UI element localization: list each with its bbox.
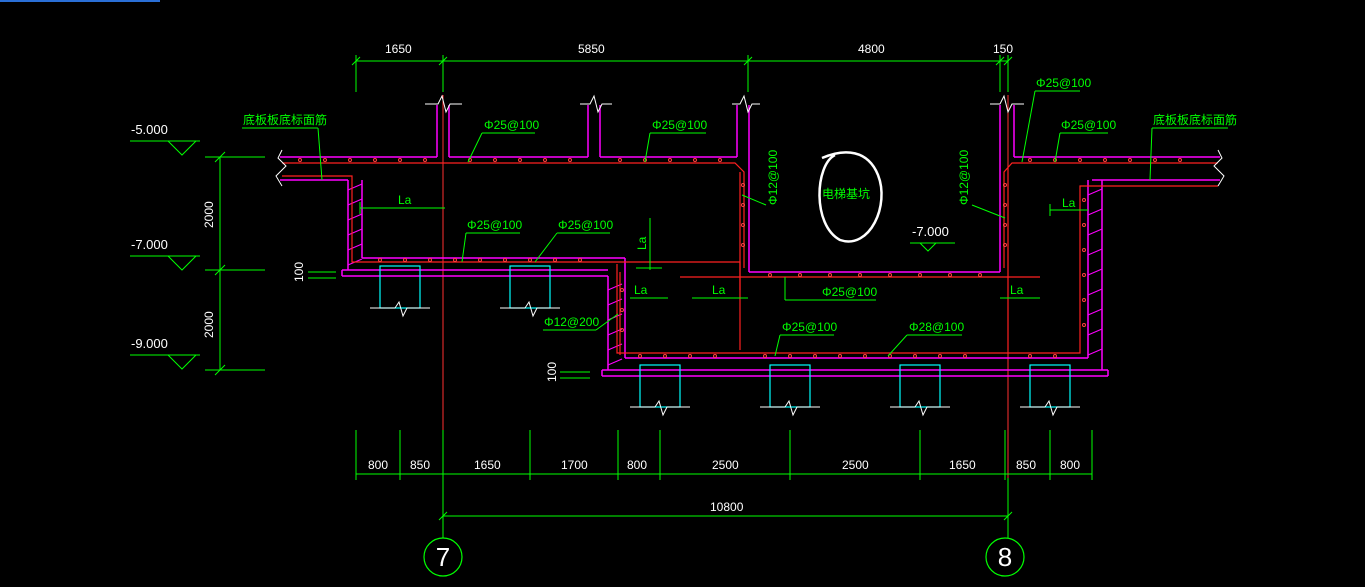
anchor-label-5: La — [712, 283, 726, 297]
rebar-label-step-wall: Φ12@200 — [544, 315, 599, 329]
bottom-dim-8: 1650 — [949, 458, 976, 472]
anchor-label-6: La — [1010, 283, 1024, 297]
slab-outline — [280, 105, 1220, 377]
pile-caps — [379, 265, 1071, 408]
break-symbols — [275, 94, 1225, 187]
bottom-dim-2: 850 — [410, 458, 430, 472]
axis-label-7: 7 — [436, 542, 450, 572]
axis-label-8: 8 — [998, 542, 1012, 572]
bottom-dim-9: 850 — [1016, 458, 1036, 472]
rebar-label-top-left-1: Φ25@100 — [484, 118, 539, 132]
level-markers — [130, 140, 265, 376]
rebar-label-pit-wall-left: Φ12@100 — [766, 150, 780, 205]
axis-extensions — [442, 478, 1009, 538]
title-strip — [0, 0, 160, 2]
total-dim: 10800 — [710, 500, 744, 514]
top-dim-1: 1650 — [385, 42, 412, 56]
axis-bubble-8: 8 — [985, 537, 1025, 577]
rebar-label-bottom-1: Φ25@100 — [782, 320, 837, 334]
anchor-label-4: La — [634, 283, 648, 297]
rebar-label-mid-left-2: Φ25@100 — [558, 218, 613, 232]
pit-highlight-circle — [818, 151, 883, 243]
bottom-dim-5: 800 — [627, 458, 647, 472]
top-dim-4: 150 — [993, 42, 1013, 56]
level-minus-9: -9.000 — [131, 336, 168, 351]
bottom-dim-6: 2500 — [712, 458, 739, 472]
bottom-dim-10: 800 — [1060, 458, 1080, 472]
rebar-label-mid-left-1: Φ25@100 — [467, 218, 522, 232]
pit-level: -7.000 — [912, 224, 949, 239]
slab-note-left: 底板板底标面筋 — [243, 112, 327, 127]
top-dim-2: 5850 — [578, 42, 605, 56]
axis-bubble-7: 7 — [423, 537, 463, 577]
rebar-label-bottom-2: Φ28@100 — [909, 320, 964, 334]
annotation-leaders — [242, 90, 1228, 379]
left-vdim-2: 2000 — [202, 311, 216, 338]
cover-dim-1: 100 — [292, 262, 306, 282]
rebar-label-pit-wall-right: Φ12@100 — [957, 150, 971, 205]
anchor-label-2: La — [1062, 196, 1076, 210]
pile-breaks — [370, 300, 1080, 417]
rebar-label-top-left-2: Φ25@100 — [652, 118, 707, 132]
level-minus-7: -7.000 — [131, 237, 168, 252]
rebar-label-pit-bottom: Φ25@100 — [822, 285, 877, 299]
anchor-label-1: La — [398, 193, 412, 207]
bottom-dim-4: 1700 — [561, 458, 588, 472]
slab-note-right: 底板板底标面筋 — [1153, 112, 1237, 127]
top-dimension-chain — [351, 55, 1013, 92]
bottom-dimension-chain — [355, 430, 1093, 521]
anchor-label-3: La — [635, 236, 649, 250]
rebar-label-top-right-1: Φ25@100 — [1036, 76, 1091, 90]
cover-dim-2: 100 — [545, 362, 559, 382]
pit-label: 电梯基坑 — [822, 186, 870, 201]
bottom-dim-3: 1650 — [474, 458, 501, 472]
rebar-lines — [282, 162, 1218, 355]
bottom-dim-7: 2500 — [842, 458, 869, 472]
level-minus-5: -5.000 — [131, 122, 168, 137]
bottom-dim-1: 800 — [368, 458, 388, 472]
rebar-label-top-right-2: Φ25@100 — [1061, 118, 1116, 132]
left-vdim-1: 2000 — [202, 201, 216, 228]
top-dim-3: 4800 — [858, 42, 885, 56]
